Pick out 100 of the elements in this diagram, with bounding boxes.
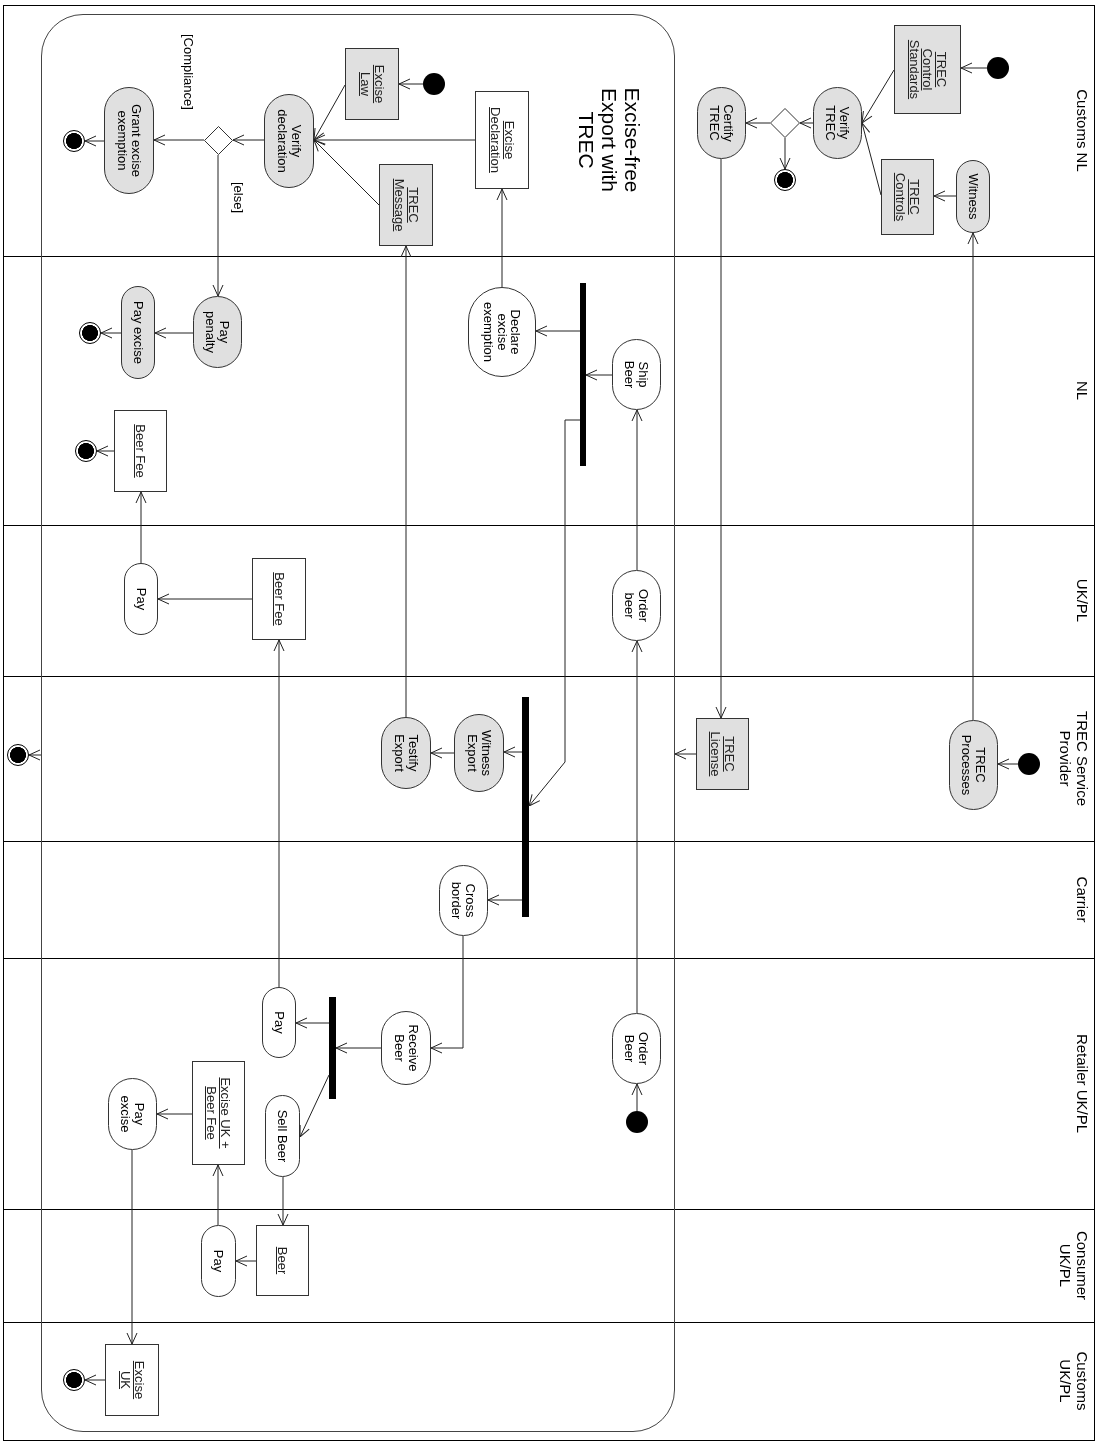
end-dot [79, 322, 101, 344]
arrow [400, 245, 412, 718]
decision-diamond [770, 108, 800, 138]
action-node [949, 720, 998, 810]
arrow [631, 409, 643, 571]
lane-label: Retailer UK/PL [1073, 1032, 1090, 1136]
fork-bar [329, 997, 336, 1099]
action-node [262, 987, 296, 1058]
object-label: TREC Message [392, 177, 420, 234]
arrow [232, 134, 265, 146]
activity-region [41, 14, 675, 1432]
start-dot [423, 73, 445, 95]
object-node [894, 25, 961, 114]
arrow [212, 1164, 224, 1226]
arrow [273, 639, 285, 988]
lane-label: Carrier [1073, 875, 1090, 925]
object-label: Excise UK [118, 1359, 146, 1402]
object-label: Beer Fee [133, 424, 148, 478]
arrow [299, 1074, 330, 1138]
object-label: Excise UK + Beer Fee [204, 1076, 233, 1151]
object-node [256, 1225, 309, 1296]
arrow [126, 1149, 138, 1345]
arrow [631, 1083, 643, 1112]
object-node [881, 159, 934, 235]
start-dot [626, 1111, 648, 1133]
arrow [779, 137, 791, 170]
arrow [153, 134, 205, 146]
action-label: Sell Beer [275, 1109, 290, 1163]
arrow [799, 117, 814, 129]
arrow [335, 1042, 382, 1054]
start-dot [987, 57, 1009, 79]
arrow [933, 190, 957, 202]
end-dot [63, 1369, 85, 1391]
fork-bar [522, 697, 529, 917]
arrow [295, 1017, 330, 1029]
lane-label: Customs UK/PL [1057, 1350, 1090, 1413]
action-node [813, 87, 862, 159]
end-dot [7, 744, 29, 766]
arrow [313, 139, 380, 206]
arrow [585, 369, 613, 381]
arrow [84, 1374, 106, 1386]
action-label: Pay [272, 1011, 286, 1034]
decision-diamond [204, 126, 233, 155]
start-dot [1018, 753, 1040, 775]
fork-bar [580, 283, 586, 466]
action-node [265, 1095, 300, 1177]
arrow [96, 445, 115, 457]
lane-label: Consumer UK/PL [1057, 1229, 1090, 1303]
arrow [100, 327, 122, 339]
lane-label: NL [1073, 379, 1090, 403]
object-node [475, 91, 529, 189]
action-label: TREC Processes [959, 733, 988, 798]
arrow [156, 1108, 193, 1120]
object-node [345, 48, 399, 120]
arrow [430, 935, 464, 1054]
action-label: Cross border [449, 880, 478, 922]
arrow [674, 748, 697, 760]
action-node [439, 865, 488, 936]
object-node [114, 410, 167, 492]
action-node [201, 1225, 236, 1297]
object-node [192, 1061, 245, 1165]
arrow [313, 84, 346, 141]
object-label: Excise Law [358, 63, 386, 106]
action-node [454, 714, 504, 792]
arrow [528, 419, 581, 807]
arrow [715, 158, 727, 719]
action-label: Pay [211, 1249, 226, 1273]
object-label: Beer Fee [272, 572, 286, 626]
action-label: Order Beer [622, 1030, 651, 1068]
arrow [997, 758, 1019, 770]
end-dot [774, 169, 796, 191]
object-label: Excise Declaration [488, 106, 516, 175]
action-label: Order beer [622, 587, 651, 625]
action-label: Witness [966, 173, 980, 220]
arrow [235, 1255, 257, 1267]
action-node [612, 1013, 661, 1084]
guard-label: [else] [230, 182, 245, 214]
arrow [631, 640, 643, 1014]
guard-label: [Compliance] [180, 34, 195, 110]
object-label: TREC Control Standards [907, 38, 948, 102]
action-node [121, 286, 155, 379]
action-label: Ship Beer [622, 359, 651, 391]
action-label: Testify Export [392, 733, 420, 774]
arrow [313, 134, 476, 146]
object-node [379, 164, 433, 246]
lane-label: Customs NL [1073, 88, 1090, 174]
arrow [496, 188, 508, 288]
arrow [398, 78, 424, 90]
action-node [956, 160, 990, 233]
action-label: Verify TREC [823, 104, 852, 143]
object-label: TREC License [708, 730, 737, 779]
arrow [967, 232, 979, 721]
arrow [157, 593, 253, 605]
action-label: Pay excise [118, 1094, 147, 1135]
arrow [487, 894, 523, 906]
arrow [154, 327, 194, 339]
action-node [104, 87, 154, 194]
region-title: Excise-free Export with TREC [574, 86, 644, 195]
arrow [861, 69, 895, 124]
arrow [745, 117, 771, 129]
